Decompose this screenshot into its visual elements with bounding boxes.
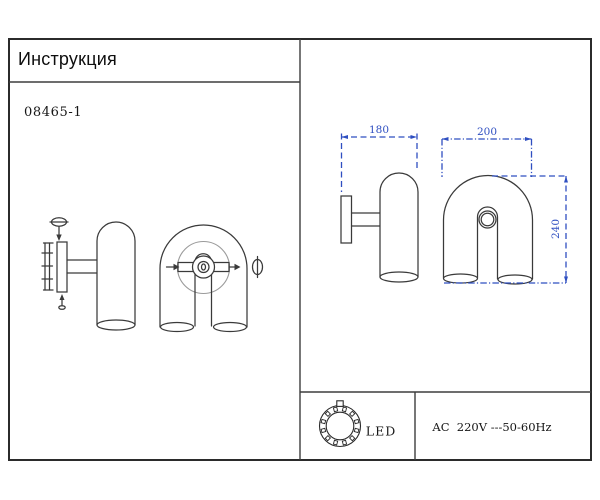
led-module-icon — [318, 400, 362, 448]
page-title: Инструкция — [18, 49, 117, 69]
sheet-frame — [8, 38, 592, 461]
dimension-240 — [444, 175, 568, 284]
assembly-front-view — [159, 224, 264, 333]
led-chips — [320, 406, 360, 446]
dimension-label-width-side: 180 — [368, 124, 390, 136]
bottom-screw-icon — [58, 294, 66, 310]
direction-arrow-right — [229, 263, 241, 271]
led-connector — [336, 400, 344, 407]
inner-notch-large — [476, 206, 499, 280]
dimensioned-front-view — [441, 137, 568, 285]
tube-opening-right — [212, 321, 248, 333]
bracket-arm-large — [350, 212, 382, 227]
wall-plate-small — [56, 241, 68, 293]
lamp-body-side-large — [379, 172, 419, 283]
dimension-180 — [340, 133, 418, 192]
dimensioned-side-view — [340, 133, 419, 283]
lamp-arch-large — [442, 174, 534, 280]
model-number: 08465-1 — [24, 105, 83, 120]
lamp-arch-small — [159, 224, 248, 328]
assembly-side-view — [41, 217, 136, 331]
power-rating: AC 220V ---50-60Hz — [432, 420, 552, 434]
bracket-arm-small — [66, 259, 99, 274]
direction-arrow-left — [165, 263, 180, 271]
lamp-body-side-small — [96, 221, 136, 331]
tube-opening-left-large — [442, 273, 479, 284]
top-screw-icon — [49, 217, 69, 241]
led-label: LED — [365, 423, 397, 439]
dimension-label-width-front: 200 — [476, 126, 498, 138]
center-knob-large — [478, 210, 497, 229]
center-knob — [191, 255, 216, 279]
mounting-strip — [41, 242, 54, 291]
dimension-label-height: 240 — [550, 218, 562, 240]
tube-opening-left — [159, 321, 195, 333]
tube-opening-right-large — [497, 274, 533, 285]
wall-plate-large — [340, 195, 353, 244]
dimension-200 — [441, 137, 533, 177]
side-screw-icon — [251, 255, 264, 279]
